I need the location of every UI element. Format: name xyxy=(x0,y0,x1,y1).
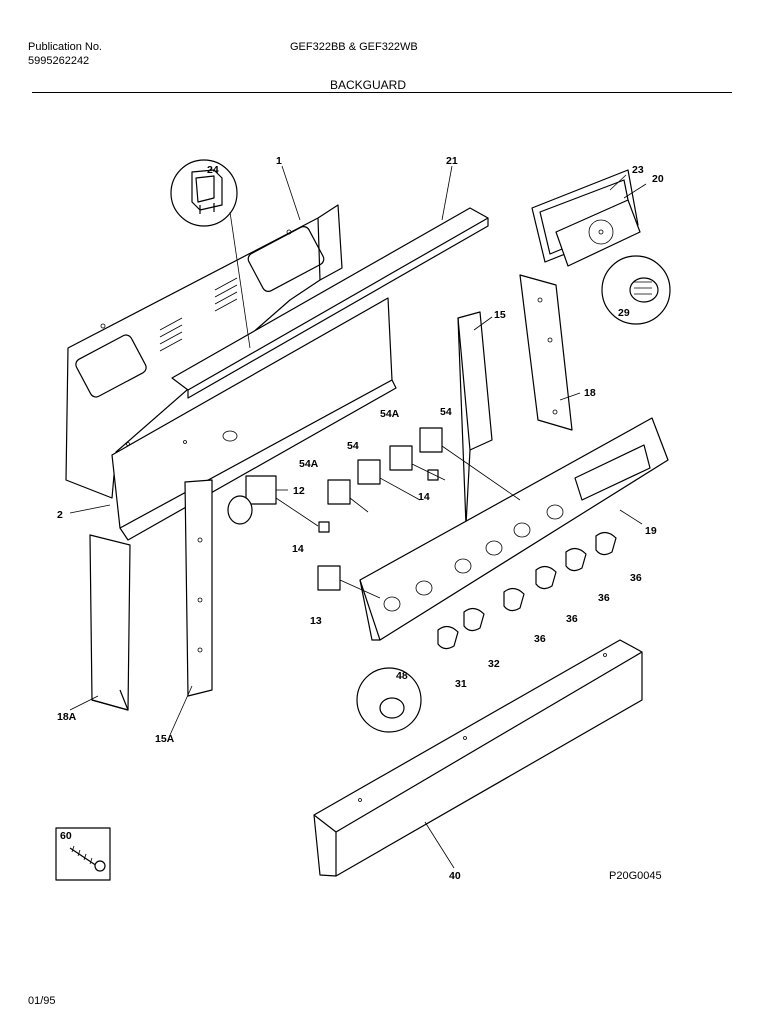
callout-36-b: 36 xyxy=(598,592,610,604)
callout-60: 60 xyxy=(60,830,72,842)
callout-14-a: 14 xyxy=(418,491,430,503)
part-lower-trim xyxy=(313,639,643,877)
callout-20: 20 xyxy=(652,173,664,185)
callout-54A-b: 54A xyxy=(299,458,319,470)
callout-40: 40 xyxy=(449,870,461,882)
callout-14-b: 14 xyxy=(292,543,304,555)
part-controls xyxy=(227,427,521,599)
part-rear-panel xyxy=(65,204,343,499)
callout-36-d: 36 xyxy=(534,633,546,645)
publication-number: 5995262242 xyxy=(28,55,90,67)
section-title: BACKGUARD xyxy=(330,78,407,92)
callout-24: 24 xyxy=(207,164,219,176)
header-rule xyxy=(32,92,732,93)
callout-15: 15 xyxy=(494,309,506,321)
callout-1: 1 xyxy=(276,155,282,167)
part-switch-inset xyxy=(170,159,251,349)
part-screw-inset xyxy=(55,827,111,881)
callout-21: 21 xyxy=(446,155,458,167)
callout-18A: 18A xyxy=(57,711,77,723)
callout-54-a: 54 xyxy=(440,406,452,418)
callout-29: 29 xyxy=(618,307,630,319)
part-trim-strip xyxy=(171,207,489,399)
part-inner-panel xyxy=(111,297,397,541)
callout-48: 48 xyxy=(396,670,408,682)
part-knobs xyxy=(356,531,617,733)
callout-12: 12 xyxy=(293,485,305,497)
callout-32: 32 xyxy=(488,658,500,670)
revision-date: 01/95 xyxy=(28,995,56,1007)
callout-15A: 15A xyxy=(155,733,175,745)
diagram-id: P20G0045 xyxy=(609,870,662,882)
part-upright-brackets xyxy=(184,311,493,697)
publication-label: Publication No. xyxy=(28,41,102,53)
callout-54-b: 54 xyxy=(347,440,359,452)
callout-18: 18 xyxy=(584,387,596,399)
part-side-brackets xyxy=(89,274,573,711)
part-control-panel xyxy=(359,417,669,641)
callout-36-a: 36 xyxy=(630,572,642,584)
callout-2: 2 xyxy=(57,509,63,521)
model-number: GEF322BB & GEF322WB xyxy=(290,41,418,53)
callout-31: 31 xyxy=(455,678,467,690)
callout-23: 23 xyxy=(632,164,644,176)
callout-labels: 1 21 24 23 20 29 15 18 54A 54 54 54A 12 … xyxy=(57,155,664,882)
part-clock-assembly xyxy=(531,169,671,325)
callout-13: 13 xyxy=(310,615,322,627)
callout-19: 19 xyxy=(645,525,657,537)
callout-54A-a: 54A xyxy=(380,408,400,420)
callout-36-c: 36 xyxy=(566,613,578,625)
leader-lines xyxy=(69,165,647,869)
